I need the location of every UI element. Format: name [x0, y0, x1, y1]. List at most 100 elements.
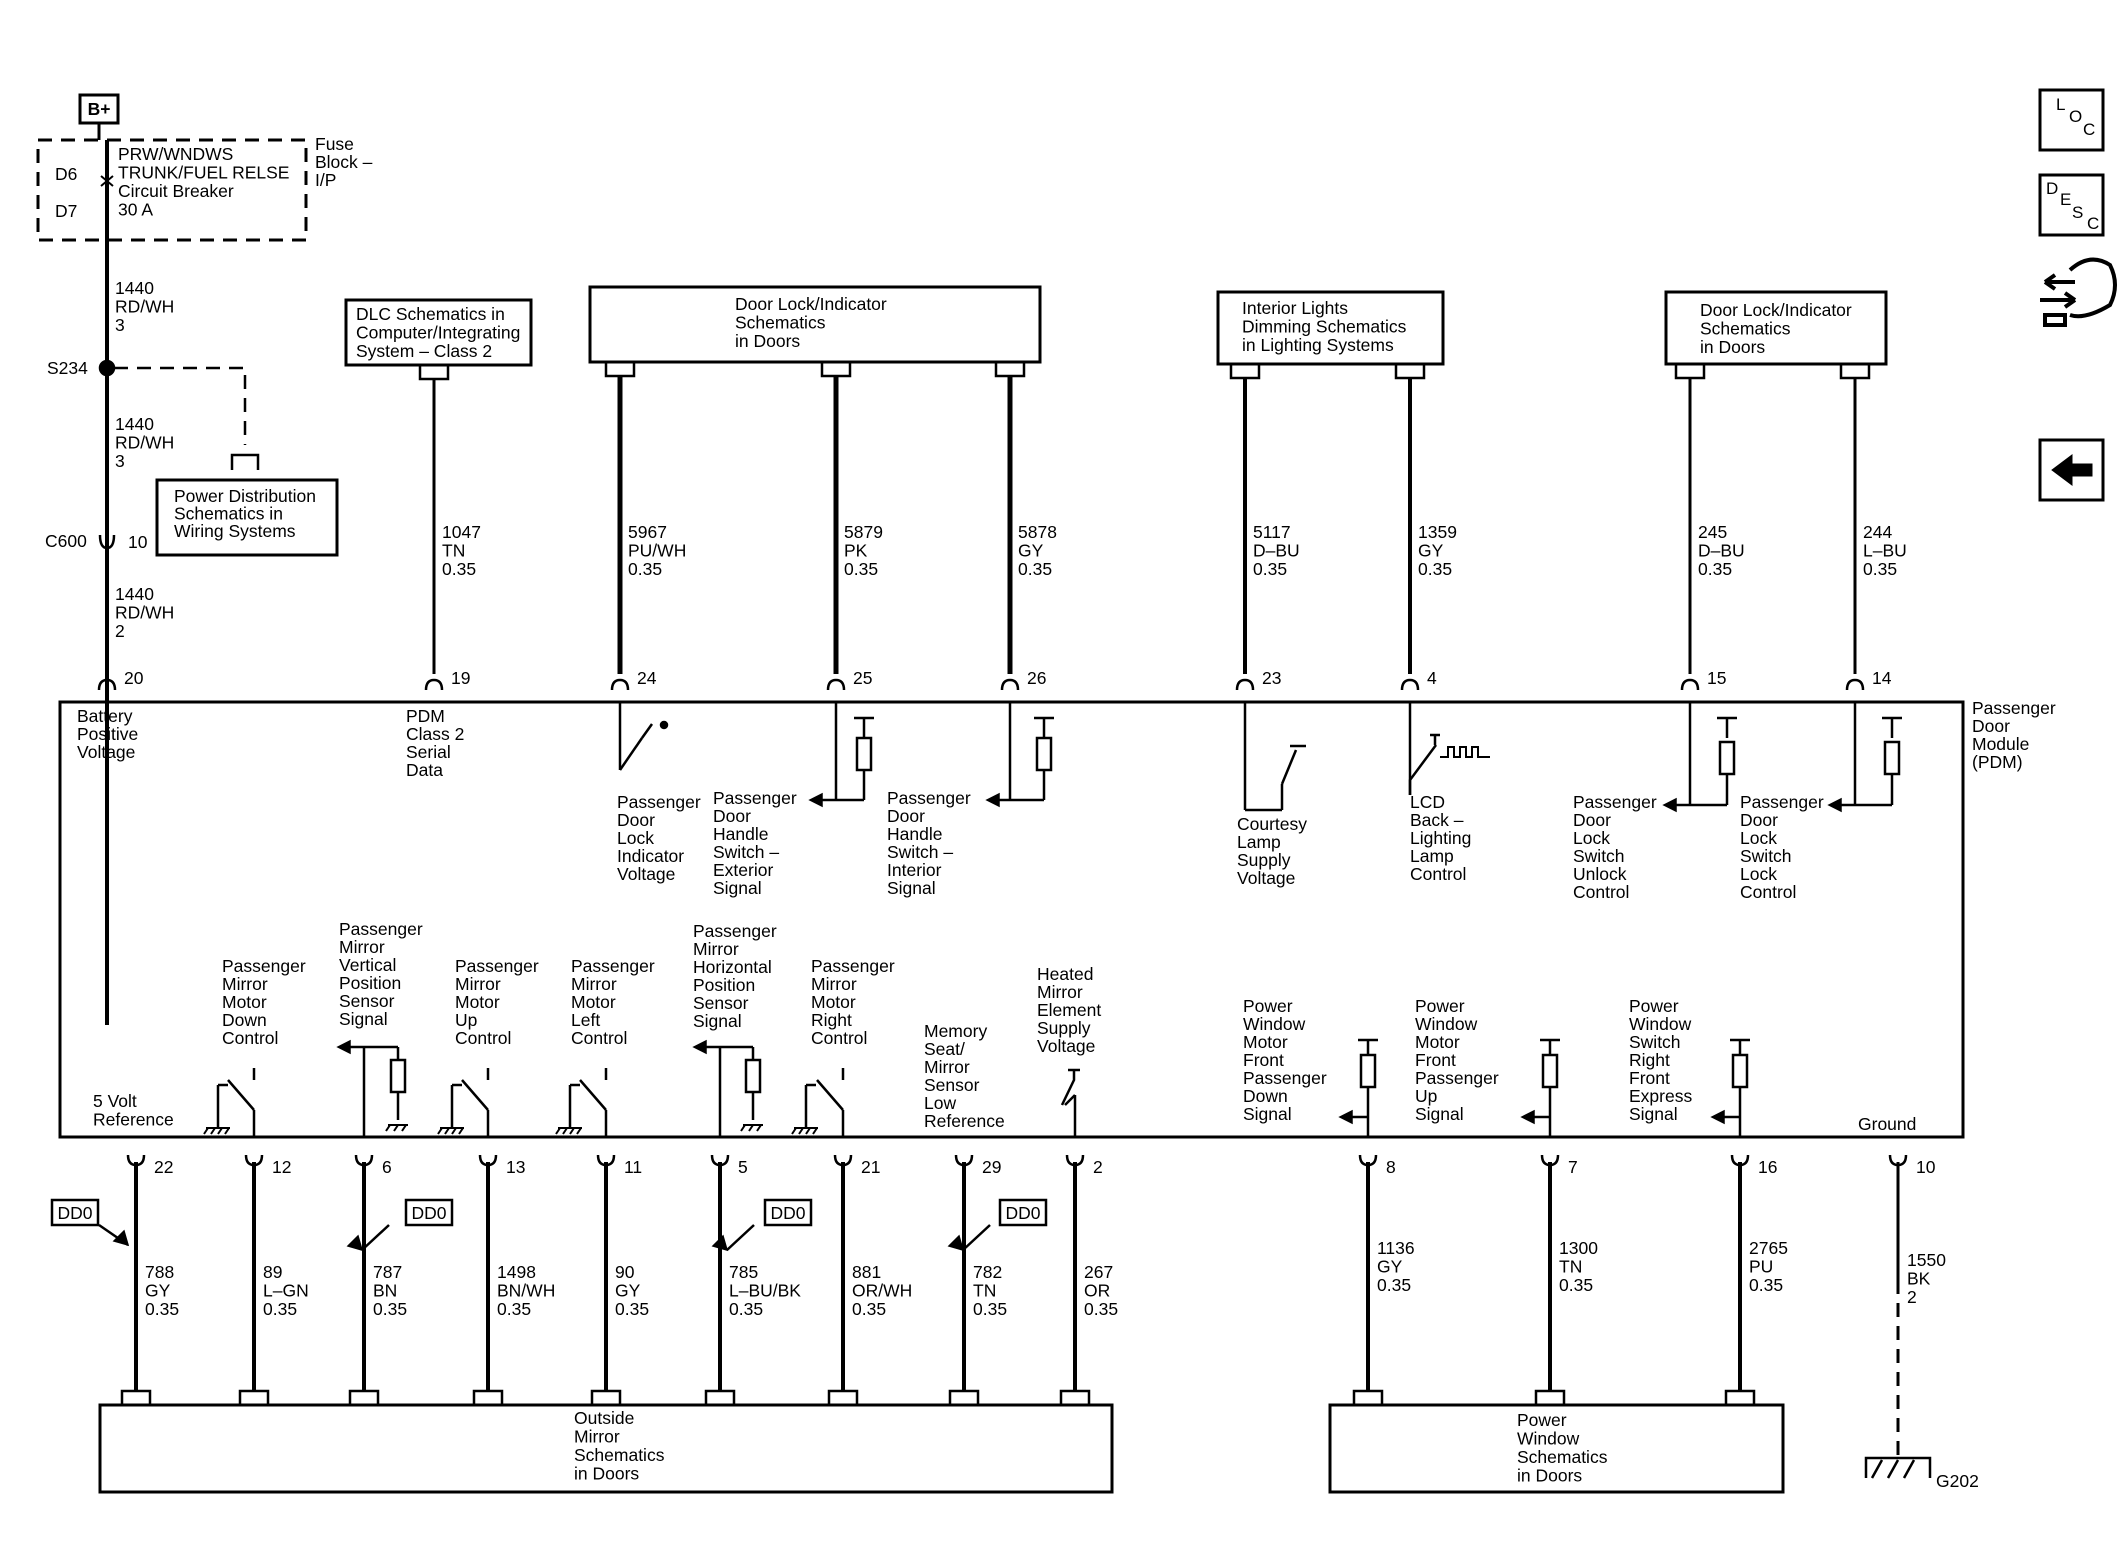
- pin-p29: 29: [982, 1157, 1001, 1177]
- box-connector: [120, 1389, 152, 1405]
- dd0-box-4-label: DD0: [1005, 1203, 1040, 1223]
- fuse-pin-d6: D6: [55, 164, 77, 184]
- courtesy-switch: [1280, 749, 1298, 785]
- pin-p24: 24: [637, 668, 657, 688]
- interior-lights-box: [1216, 290, 1445, 366]
- arrow-left-icon: [1520, 1109, 1535, 1125]
- pin-p6: 6: [382, 1157, 392, 1177]
- pin-p12: 12: [272, 1157, 291, 1177]
- door-lock-box-1: [588, 285, 1042, 364]
- power-dist-box: [155, 478, 339, 557]
- ground-icon: [740, 1124, 763, 1132]
- resistor-symbol: [389, 1058, 407, 1094]
- connector-symbol: [1680, 678, 1700, 691]
- desc-letter: D: [2046, 179, 2058, 198]
- mirror-left-switch: [568, 1079, 607, 1128]
- splice-label: S234: [47, 358, 88, 378]
- resistor-symbol: [1035, 736, 1053, 772]
- box-connector: [472, 1389, 504, 1405]
- back-arrow-button[interactable]: [2038, 438, 2105, 502]
- dd0-box-3-label: DD0: [770, 1203, 805, 1223]
- pin-p26: 26: [1027, 668, 1046, 688]
- pin-p25: 25: [853, 668, 872, 688]
- mirror-down-switch: [216, 1079, 255, 1128]
- bplus-label: B+: [88, 99, 111, 119]
- connector-view-icon[interactable]: [2040, 257, 2117, 327]
- box-connector: [704, 1389, 736, 1405]
- arrow-icon: [947, 1234, 965, 1252]
- resistor-symbol: [1718, 740, 1736, 776]
- loc-button[interactable]: LOC: [2038, 88, 2105, 152]
- pin-p10: 10: [1916, 1157, 1936, 1177]
- connector-symbol: [1235, 678, 1255, 691]
- box-connector: [994, 362, 1026, 378]
- connector-symbol: [826, 678, 846, 691]
- box-connector: [1229, 364, 1261, 380]
- wire: [640, 723, 654, 739]
- pdm-module-box: [58, 700, 1965, 1139]
- mirror-right-switch: [804, 1079, 844, 1128]
- box-connector: [1059, 1389, 1091, 1405]
- box-connector: [230, 453, 260, 470]
- box-connector: [827, 1389, 859, 1405]
- pin-p4: 4: [1427, 668, 1437, 688]
- box-connector: [418, 365, 450, 381]
- fuse-pin-d7: D7: [55, 201, 77, 221]
- ground-icon: [791, 1127, 818, 1135]
- desc-letter: S: [2072, 203, 2083, 222]
- arrow-left-icon: [1662, 797, 1677, 813]
- pin-p15: 15: [1707, 668, 1726, 688]
- resistor-symbol: [855, 736, 873, 772]
- arrow-left-icon: [336, 1039, 351, 1055]
- ground-icon: [555, 1127, 582, 1135]
- arrow-left-icon: [1710, 1109, 1725, 1125]
- pin-p2: 2: [1093, 1157, 1103, 1177]
- dd0-box-1-label: DD0: [57, 1203, 92, 1223]
- connector-symbol: [610, 678, 630, 691]
- box-connector: [590, 1389, 622, 1405]
- pin-p21: 21: [861, 1157, 880, 1177]
- dd0-box-3: [763, 1198, 813, 1227]
- box-connector: [348, 1389, 380, 1405]
- circuit-breaker-icon: [100, 175, 114, 187]
- c600-connector: [98, 534, 116, 550]
- ground-icon: [437, 1127, 464, 1135]
- pin-p20: 20: [124, 668, 144, 688]
- resistor-symbol: [744, 1058, 762, 1094]
- pwm-icon: [1440, 746, 1490, 758]
- pin-p7: 7: [1568, 1157, 1578, 1177]
- box-connector: [1394, 364, 1426, 380]
- pin-p14: 14: [1872, 668, 1892, 688]
- splice-dot: [98, 359, 116, 377]
- arrow-left-icon: [808, 792, 823, 808]
- door-lock-box-2: [1664, 290, 1888, 366]
- pin-p23: 23: [1262, 668, 1281, 688]
- loc-letter: L: [2056, 95, 2065, 114]
